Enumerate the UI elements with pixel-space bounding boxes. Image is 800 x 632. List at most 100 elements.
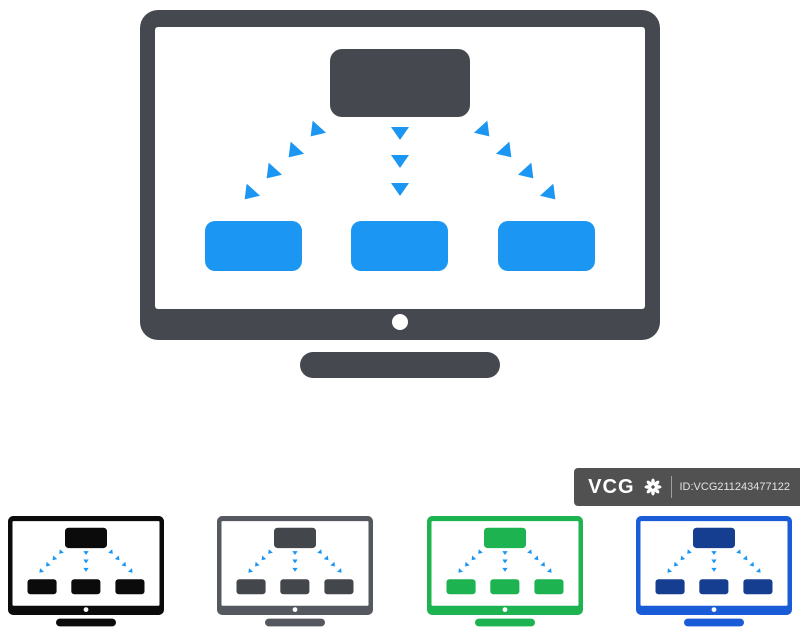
arrow-triangle — [292, 559, 299, 564]
power-dot-icon — [502, 607, 508, 612]
arrow-triangle — [678, 555, 686, 563]
arrow-triangle — [742, 555, 750, 563]
arrow-triangle — [391, 127, 409, 140]
arrow-triangle — [671, 561, 679, 569]
leaf-node-center — [699, 579, 729, 595]
hierarchy-monitor-icon-green — [426, 516, 583, 627]
monitor-frame — [635, 516, 792, 615]
arrow-triangle — [391, 183, 409, 196]
arrow-triangle — [324, 555, 331, 563]
leaf-node-center — [280, 579, 310, 595]
monitor-screen — [221, 521, 369, 606]
leaf-node-left — [655, 579, 685, 595]
hierarchy-monitor-icon — [8, 516, 164, 627]
arrow-triangle — [281, 141, 305, 164]
arrow-triangle — [108, 549, 115, 556]
arrow-triangle — [462, 561, 470, 569]
power-dot-icon — [392, 314, 408, 330]
leaf-node-right — [115, 579, 145, 595]
hierarchy-monitor-icon-gray — [217, 516, 374, 627]
vcg-flower-icon — [643, 477, 663, 497]
arrow-triangle — [337, 568, 344, 575]
arrow-triangle — [292, 567, 299, 572]
arrow-triangle — [259, 555, 267, 563]
arrow-triangle — [253, 561, 260, 569]
power-dot-icon — [292, 607, 298, 612]
leaf-node-left — [446, 579, 476, 595]
root-node — [330, 49, 470, 117]
arrow-triangle — [546, 568, 554, 575]
monitor-stand — [300, 352, 500, 378]
arrow-triangle — [711, 559, 717, 564]
hierarchy-monitor-icon-main — [140, 10, 660, 378]
leaf-node-right — [743, 579, 773, 595]
arrow-triangle — [259, 162, 283, 185]
monitor-frame — [140, 10, 660, 340]
root-node — [274, 527, 317, 549]
leaf-node-left — [205, 221, 302, 271]
arrow-triangle — [517, 162, 541, 185]
hierarchy-monitor-icon-black — [8, 516, 164, 627]
arrow-triangle — [114, 555, 122, 563]
arrow-triangle — [292, 551, 299, 555]
monitor-stand — [265, 618, 326, 627]
arrow-triangle — [391, 155, 409, 168]
root-node — [692, 527, 735, 549]
leaf-node-left — [236, 579, 266, 595]
arrow-triangle — [83, 567, 89, 572]
hierarchy-monitor-icon — [217, 516, 374, 627]
monitor-screen — [12, 521, 160, 606]
arrow-triangle — [473, 120, 497, 143]
vcg-logo-text: VCG — [588, 476, 635, 498]
arrow-triangle — [665, 568, 672, 575]
arrow-triangle — [127, 568, 135, 575]
arrow-triangle — [755, 568, 763, 575]
arrow-triangle — [57, 549, 64, 556]
arrow-triangle — [749, 561, 756, 569]
power-dot-icon — [83, 607, 89, 612]
arrow-triangle — [469, 555, 476, 563]
arrow-triangle — [711, 567, 717, 572]
arrow-triangle — [246, 568, 254, 575]
monitor-screen — [155, 27, 645, 309]
arrow-triangle — [303, 120, 327, 143]
power-dot-icon — [711, 607, 717, 612]
monitor-stand — [474, 618, 535, 627]
arrow-triangle — [317, 549, 325, 556]
arrow-triangle — [237, 183, 261, 206]
arrow-triangle — [711, 551, 717, 555]
leaf-node-right — [324, 579, 354, 595]
arrow-triangle — [121, 561, 129, 569]
root-node — [65, 527, 108, 549]
hierarchy-monitor-icon — [426, 516, 583, 627]
monitor-frame — [426, 516, 583, 615]
leaf-node-left — [27, 579, 57, 595]
monitor-frame — [8, 516, 164, 615]
monitor-stand — [683, 618, 744, 627]
arrow-triangle — [685, 549, 692, 556]
arrow-triangle — [540, 561, 547, 569]
arrow-triangle — [43, 561, 51, 569]
arrow-triangle — [736, 549, 743, 556]
monitor-stand — [56, 618, 117, 627]
hierarchy-monitor-icon — [635, 516, 792, 627]
root-node — [483, 527, 526, 549]
arrow-triangle — [526, 549, 534, 556]
arrow-triangle — [50, 555, 58, 563]
arrow-triangle — [330, 561, 338, 569]
arrow-triangle — [475, 549, 483, 556]
monitor-screen — [431, 521, 579, 606]
arrow-triangle — [456, 568, 463, 575]
hierarchy-monitor-icon — [140, 10, 660, 378]
arrow-triangle — [501, 559, 508, 564]
leaf-node-center — [351, 221, 448, 271]
arrow-triangle — [83, 559, 89, 564]
arrow-triangle — [37, 568, 45, 575]
vcg-watermark: VCG ID:VCG211243477122 — [574, 468, 800, 506]
arrow-triangle — [501, 551, 508, 555]
arrow-triangle — [539, 183, 563, 206]
leaf-node-right — [534, 579, 564, 595]
monitor-frame — [217, 516, 374, 615]
leaf-node-center — [489, 579, 520, 595]
icon-variants-row — [0, 516, 800, 627]
